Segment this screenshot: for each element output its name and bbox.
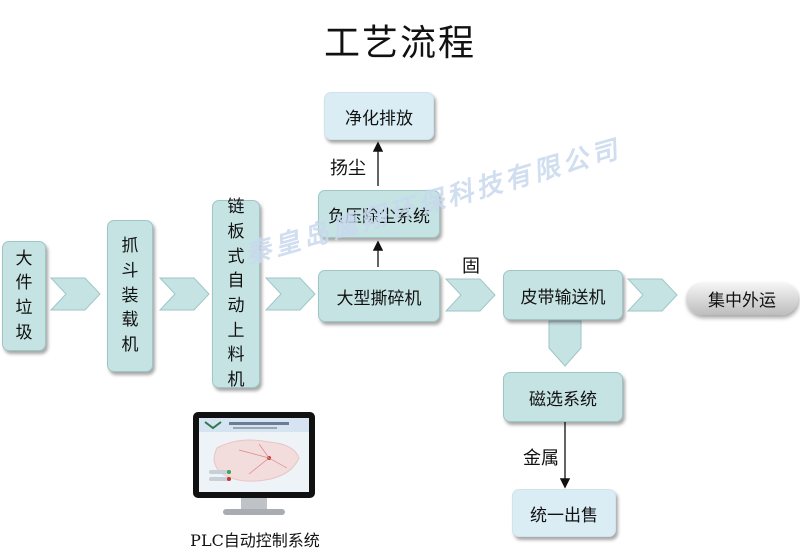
step-bulky-waste: 大件垃圾 <box>2 241 46 351</box>
step-centralized-transport-label: 集中外运 <box>708 291 776 311</box>
step-unified-sale: 统一出售 <box>512 489 616 537</box>
chevron-arrow-2 <box>158 277 210 311</box>
step-belt-conveyor: 皮带输送机 <box>503 270 623 320</box>
step-negative-pressure-dust: 负压除尘系统 <box>318 190 440 238</box>
monitor-screen-display <box>199 418 309 492</box>
edge-label-dust: 扬尘 <box>330 158 366 179</box>
step-shredder-label: 大型撕碎机 <box>336 288 422 309</box>
step-purified-discharge-label: 净化排放 <box>345 108 413 129</box>
monitor-base <box>223 509 285 515</box>
plc-monitor-image <box>193 412 315 525</box>
chevron-arrow-3 <box>264 277 316 311</box>
plc-label: PLC自动控制系统 <box>190 531 320 550</box>
step-unified-sale-label: 统一出售 <box>530 505 598 526</box>
chevron-arrow-5 <box>626 278 678 312</box>
step-purified-discharge: 净化排放 <box>324 92 434 140</box>
step-magnetic-separation: 磁选系统 <box>503 372 623 422</box>
monitor-stand <box>241 498 267 510</box>
step-grab-loading: 抓斗装载机 <box>107 220 153 372</box>
step-chain-plate-feeder: 链板式自动上料机 <box>212 197 260 390</box>
step-negative-pressure-dust-label: 负压除尘系统 <box>328 206 430 227</box>
chevron-arrow-down <box>548 320 582 367</box>
edge-label-metal: 金属 <box>523 448 559 469</box>
step-bulky-waste-label: 大件垃圾 <box>15 248 33 343</box>
step-belt-conveyor-label: 皮带输送机 <box>520 287 606 308</box>
chevron-arrow-4 <box>444 278 496 312</box>
step-grab-loading-label: 抓斗装载机 <box>121 236 139 355</box>
step-magnetic-separation-label: 磁选系统 <box>529 389 597 410</box>
step-shredder: 大型撕碎机 <box>318 270 440 322</box>
step-centralized-transport: 集中外运 <box>686 282 798 315</box>
map-graphic-icon <box>199 418 309 482</box>
monitor-screen <box>193 412 315 498</box>
step-chain-plate-feeder-label: 链板式自动上料机 <box>227 197 245 390</box>
edge-label-solid: 固 <box>462 256 480 277</box>
chevron-arrow-1 <box>49 277 101 311</box>
page-title: 工艺流程 <box>323 23 476 64</box>
